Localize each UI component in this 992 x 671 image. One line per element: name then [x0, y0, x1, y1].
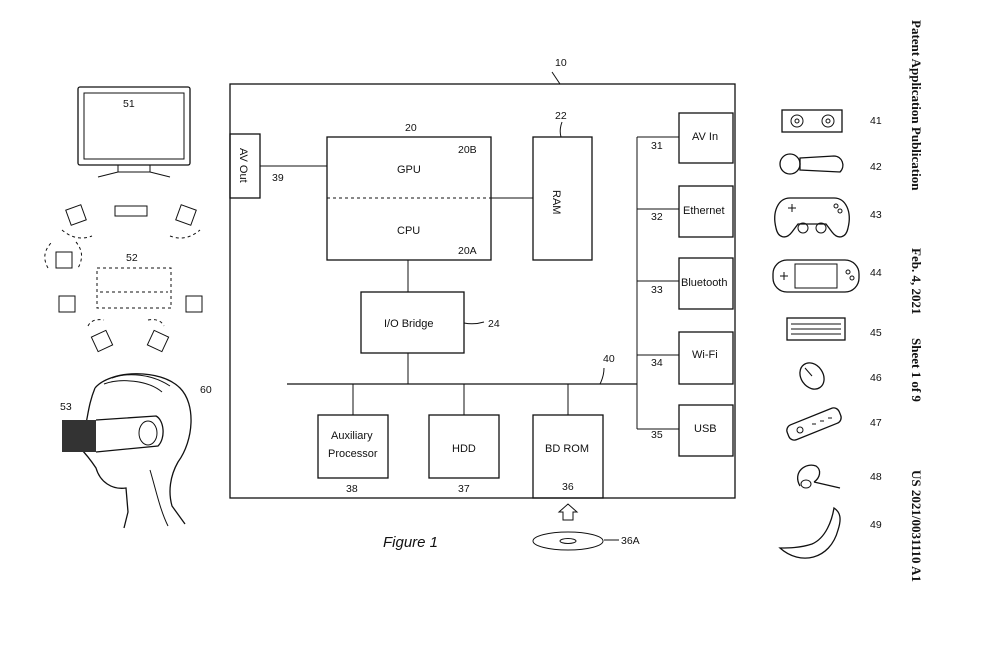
av-in-label: AV In — [692, 131, 718, 143]
hdd-ref: 37 — [458, 483, 470, 495]
io-bridge-ref: 24 — [488, 318, 500, 330]
processor-ref: 20 — [405, 122, 417, 134]
usb-ref: 35 — [651, 429, 663, 441]
header-number: US 2021/0031110 A1 — [909, 470, 924, 582]
peripheral-ref-48: 48 — [870, 471, 882, 483]
gpu-ref: 20B — [458, 144, 477, 156]
figure-caption: Figure 1 — [383, 534, 438, 551]
peripheral-ref-44: 44 — [870, 267, 882, 279]
bluetooth-box — [678, 257, 734, 310]
header-date: Feb. 4, 2021 — [909, 248, 924, 314]
head-mounted-display-user-icon — [62, 373, 192, 529]
ethernet-ref: 32 — [651, 211, 663, 223]
headset-icon — [797, 464, 841, 489]
remote-control-icon — [786, 407, 842, 441]
user-ref: 60 — [200, 384, 212, 396]
aux-label-line2: Processor — [328, 448, 378, 460]
mouse-icon — [799, 362, 825, 390]
aux-label-line1: Auxiliary — [331, 430, 373, 442]
gpu-label: GPU — [397, 164, 421, 176]
tv-icon — [77, 86, 191, 178]
peripheral-ref-43: 43 — [870, 209, 882, 221]
bus-ref: 40 — [603, 353, 615, 365]
ethernet-box — [678, 185, 734, 238]
header-publication: Patent Application Publication — [909, 20, 924, 191]
usb-label: USB — [694, 423, 717, 435]
insert-arrow-icon — [557, 503, 579, 521]
header-sheet: Sheet 1 of 9 — [909, 338, 924, 402]
bluetooth-label: Bluetooth — [681, 277, 727, 289]
aux-ref: 38 — [346, 483, 358, 495]
peripheral-ref-42: 42 — [870, 161, 882, 173]
peripheral-ref-45: 45 — [870, 327, 882, 339]
system-ref-leader — [551, 71, 561, 85]
hdd-box — [428, 414, 500, 479]
peripheral-ref-41: 41 — [870, 115, 882, 127]
peripheral-ref-49: 49 — [870, 519, 882, 531]
bdrom-ref: 36 — [562, 481, 574, 493]
cpu-label: CPU — [397, 225, 420, 237]
av-in-box — [678, 112, 734, 164]
system-ref: 10 — [555, 57, 567, 69]
bdrom-box — [532, 414, 604, 499]
ram-box — [532, 136, 593, 261]
io-bridge-ref-leader — [463, 321, 485, 325]
patent-header: Patent Application Publication Feb. 4, 2… — [909, 20, 924, 582]
bus-ref-leader — [599, 367, 605, 385]
ram-ref: 22 — [555, 110, 567, 122]
camera-icon — [781, 109, 843, 133]
io-bridge-box — [360, 291, 465, 354]
wifi-label: Wi-Fi — [692, 349, 718, 361]
surround-speakers-icon — [44, 204, 203, 353]
io-bridge-label: I/O Bridge — [384, 318, 434, 330]
banana-icon — [778, 506, 841, 559]
ram-ref-leader — [559, 121, 563, 138]
motion-controller-icon — [779, 153, 844, 175]
system-box — [229, 83, 736, 499]
peripheral-ref-47: 47 — [870, 417, 882, 429]
bluetooth-ref: 33 — [651, 284, 663, 296]
wifi-box — [678, 331, 734, 385]
speakers-ref: 52 — [126, 252, 138, 264]
disc-icon — [532, 531, 604, 551]
peripheral-ref-46: 46 — [870, 372, 882, 384]
hdd-label: HDD — [452, 443, 476, 455]
hmd-ref: 53 — [60, 401, 72, 413]
av-out-label: AV Out — [237, 148, 249, 183]
peripherals-column: 41 42 43 44 45 46 47 48 49 — [772, 109, 882, 559]
av-out-link-ref: 39 — [272, 172, 284, 184]
hmd-visor — [62, 420, 96, 452]
handheld-console-icon — [772, 259, 860, 293]
cpu-ref: 20A — [458, 245, 477, 257]
av-in-ref: 31 — [651, 140, 663, 152]
bdrom-label: BD ROM — [545, 443, 589, 455]
ram-label: RAM — [550, 190, 562, 214]
wifi-ref: 34 — [651, 357, 663, 369]
aux-box — [317, 414, 389, 479]
usb-box — [678, 404, 734, 457]
tv-ref: 51 — [123, 98, 135, 110]
keyboard-icon — [786, 317, 846, 341]
gamepad-icon — [774, 197, 850, 238]
disc-ref: 36A — [621, 535, 640, 547]
ethernet-label: Ethernet — [683, 205, 725, 217]
